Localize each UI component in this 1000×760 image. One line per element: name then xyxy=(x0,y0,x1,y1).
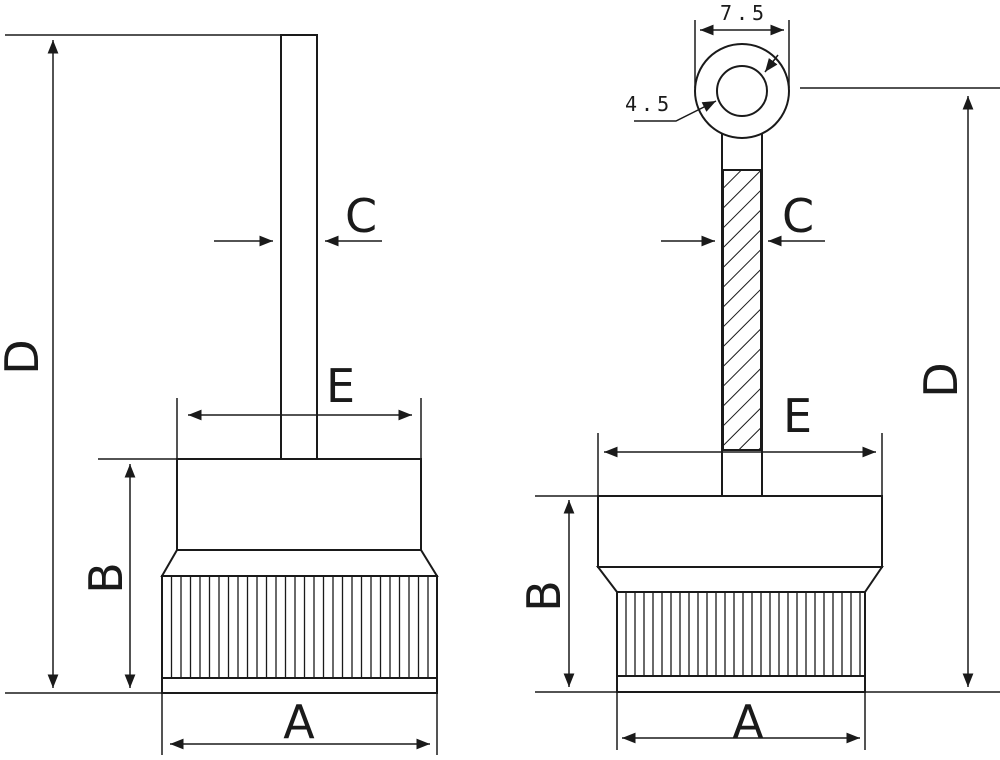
left-base-band xyxy=(161,677,438,694)
right-d-label: D xyxy=(914,362,968,397)
left-c-label: C xyxy=(345,189,377,243)
right-e-label: E xyxy=(783,389,812,443)
right-eye-inner xyxy=(716,65,768,117)
left-upper-body xyxy=(176,458,422,551)
right-upper-body xyxy=(597,495,883,568)
left-pin xyxy=(280,34,318,460)
left-chamfer xyxy=(160,549,439,577)
right-knurl-lines xyxy=(625,593,861,675)
right-a-label: A xyxy=(732,695,764,749)
left-knurled-section xyxy=(161,575,438,679)
right-c-label: C xyxy=(782,189,814,243)
right-4-5-leader xyxy=(634,100,717,122)
left-b-label: B xyxy=(79,562,133,594)
left-a-label: A xyxy=(283,695,315,749)
right-view: 7.5 4.5 D C E B A xyxy=(517,1,1000,750)
left-knurl-lines xyxy=(170,577,429,677)
right-b-label: B xyxy=(517,580,571,612)
right-eye-inner-label: 4.5 xyxy=(625,92,673,116)
right-knurled-section xyxy=(616,591,866,677)
left-view: D B C E A xyxy=(0,34,439,755)
right-eye-outer xyxy=(694,43,790,139)
right-base-band xyxy=(616,675,866,693)
right-eye-outer-label: 7.5 xyxy=(720,1,768,25)
left-d-label: D xyxy=(0,339,49,374)
left-e-label: E xyxy=(326,359,355,413)
right-chamfer xyxy=(595,566,884,593)
right-4-5-inner-arrow xyxy=(764,54,779,73)
right-hatched-shaft xyxy=(722,169,762,451)
